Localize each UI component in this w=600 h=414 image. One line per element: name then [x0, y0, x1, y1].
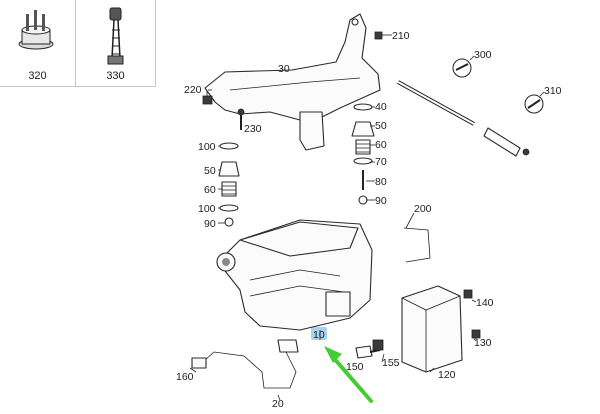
callout-100-bottom[interactable]: 100: [198, 203, 216, 215]
selected-callout-highlight: [311, 327, 327, 340]
callout-310[interactable]: 310: [544, 85, 562, 97]
thumbnail-label-320: 320: [28, 70, 47, 82]
callout-50-left[interactable]: 50: [204, 165, 216, 177]
link-part-310[interactable]: [483, 94, 544, 157]
callout-30[interactable]: 30: [278, 63, 290, 75]
callout-220[interactable]: 220: [184, 84, 202, 96]
thumbnail-cell-330[interactable]: 330: [76, 0, 156, 87]
bolt-part-210[interactable]: [374, 31, 388, 40]
callout-20[interactable]: 20: [272, 398, 284, 410]
bolt-part-150[interactable]: [355, 345, 381, 359]
screw-part-230[interactable]: [237, 108, 245, 130]
leader-lines: [189, 34, 545, 401]
compressor-part-10[interactable]: [216, 219, 373, 331]
callout-100-top[interactable]: 100: [198, 141, 216, 153]
callout-60-left[interactable]: 60: [204, 184, 216, 196]
callout-210[interactable]: 210: [392, 30, 410, 42]
callout-90-right[interactable]: 90: [375, 195, 387, 207]
callout-labels: 210 30 300 310 220 230 40 50 60 70 80 90…: [176, 30, 562, 410]
thumbnail-label-330: 330: [106, 70, 125, 82]
callout-50-right[interactable]: 50: [375, 120, 387, 132]
callout-70[interactable]: 70: [375, 156, 387, 168]
mount-stack-left[interactable]: [218, 142, 240, 227]
callout-80[interactable]: 80: [375, 176, 387, 188]
callout-120[interactable]: 120: [438, 369, 456, 381]
callout-40[interactable]: 40: [375, 101, 387, 113]
callout-90-left[interactable]: 90: [204, 218, 216, 230]
control-unit-part-120[interactable]: [401, 285, 463, 373]
bracket-part-30[interactable]: [204, 13, 381, 151]
hose-part-20[interactable]: [204, 339, 299, 389]
nut-part-155[interactable]: [372, 339, 384, 351]
callout-155[interactable]: 155: [382, 357, 400, 369]
callout-160[interactable]: 160: [176, 371, 194, 383]
rod-part-300[interactable]: [397, 58, 475, 126]
callout-150[interactable]: 150: [346, 361, 364, 373]
wiring-harness-icon: [107, 7, 124, 65]
callout-230[interactable]: 230: [244, 123, 262, 135]
callout-130[interactable]: 130: [474, 337, 492, 349]
screw-part-140[interactable]: [463, 289, 473, 299]
callout-140[interactable]: 140: [476, 297, 494, 309]
mount-stack-right[interactable]: [351, 103, 375, 205]
callout-200[interactable]: 200: [414, 203, 432, 215]
valve-connector-icon: [18, 10, 54, 50]
pipe-part-200[interactable]: [403, 227, 431, 263]
callout-60-right[interactable]: 60: [375, 139, 387, 151]
thumbnail-cell-320[interactable]: 320: [0, 0, 76, 87]
callout-10[interactable]: 10: [313, 329, 325, 341]
callout-300[interactable]: 300: [474, 49, 492, 61]
green-arrow-indicator: [324, 346, 373, 403]
clamp-part-160[interactable]: [191, 357, 207, 369]
bolt-part-220[interactable]: [202, 91, 213, 105]
